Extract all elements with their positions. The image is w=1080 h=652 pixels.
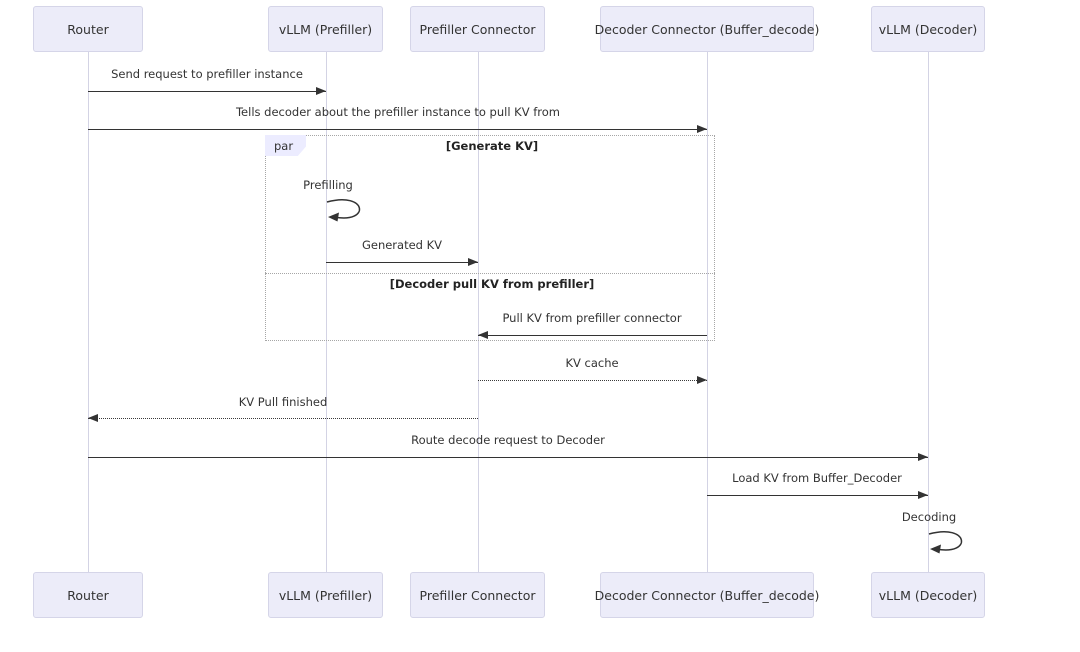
par-section-divider: [265, 273, 715, 274]
arrowhead-right-icon: [697, 376, 707, 384]
message-route-decode: Route decode request to Decoder: [411, 433, 605, 447]
actor-label: vLLM (Prefiller): [278, 21, 373, 37]
actor-prefiller-connector-top: Prefiller Connector: [410, 6, 545, 52]
actor-vllm-prefiller-bottom: vLLM (Prefiller): [268, 572, 383, 618]
arrowhead-left-icon: [88, 414, 98, 422]
actor-router-bottom: Router: [33, 572, 143, 618]
par-block: [265, 135, 715, 341]
par-section-2-label: [Decoder pull KV from prefiller]: [389, 277, 595, 291]
message-line: [326, 262, 478, 263]
actor-label: vLLM (Decoder): [878, 587, 978, 603]
prefilling-self-loop-icon: [326, 199, 361, 222]
message-line: [88, 129, 707, 130]
message-tells-decoder: Tells decoder about the prefiller instan…: [235, 105, 561, 119]
actor-label: Decoder Connector (Buffer_decode): [594, 587, 820, 603]
message-pull-kv: Pull KV from prefiller connector: [502, 311, 682, 325]
message-kv-pull-finished: KV Pull finished: [238, 395, 328, 409]
actor-label: Prefiller Connector: [419, 587, 536, 603]
message-line: [88, 91, 326, 92]
arrowhead-right-icon: [918, 491, 928, 499]
message-decoding: Decoding: [901, 510, 957, 524]
message-line: [478, 335, 707, 336]
message-kv-cache: KV cache: [565, 356, 619, 370]
actor-vllm-prefiller-top: vLLM (Prefiller): [268, 6, 383, 52]
message-line: [88, 418, 478, 419]
actor-label: Router: [67, 21, 109, 37]
arrowhead-right-icon: [468, 258, 478, 266]
message-generated-kv: Generated KV: [361, 238, 443, 252]
actor-vllm-decoder-bottom: vLLM (Decoder): [871, 572, 985, 618]
lifeline-prefiller-connector: [477, 52, 479, 572]
actor-vllm-decoder-top: vLLM (Decoder): [871, 6, 985, 52]
arrowhead-left-icon: [478, 331, 488, 339]
actor-decoder-connector-top: Decoder Connector (Buffer_decode): [595, 6, 819, 52]
lifeline-router: [87, 52, 89, 572]
lifeline-vllm-decoder: [927, 52, 929, 572]
actor-label: vLLM (Decoder): [878, 21, 978, 37]
decoding-self-loop-icon: [928, 531, 963, 554]
lifeline-vllm-prefiller: [325, 52, 327, 572]
message-line: [707, 495, 928, 496]
par-label-tab: par: [265, 135, 306, 156]
actor-label: vLLM (Prefiller): [278, 587, 373, 603]
message-line: [88, 457, 928, 458]
actor-label: Decoder Connector (Buffer_decode): [594, 21, 820, 37]
message-send-request: Send request to prefiller instance: [111, 67, 303, 81]
par-section-1-label: [Generate KV]: [445, 139, 539, 153]
actor-label: Prefiller Connector: [419, 21, 536, 37]
actor-decoder-connector-bottom: Decoder Connector (Buffer_decode): [595, 572, 819, 618]
message-load-kv: Load KV from Buffer_Decoder: [732, 471, 902, 485]
actor-prefiller-connector-bottom: Prefiller Connector: [410, 572, 545, 618]
actor-label: Router: [67, 587, 109, 603]
message-line: [478, 380, 707, 381]
arrowhead-right-icon: [316, 87, 326, 95]
arrowhead-right-icon: [697, 125, 707, 133]
message-prefilling: Prefilling: [303, 178, 353, 192]
actor-router-top: Router: [33, 6, 143, 52]
lifeline-decoder-connector: [706, 52, 708, 572]
arrowhead-right-icon: [918, 453, 928, 461]
